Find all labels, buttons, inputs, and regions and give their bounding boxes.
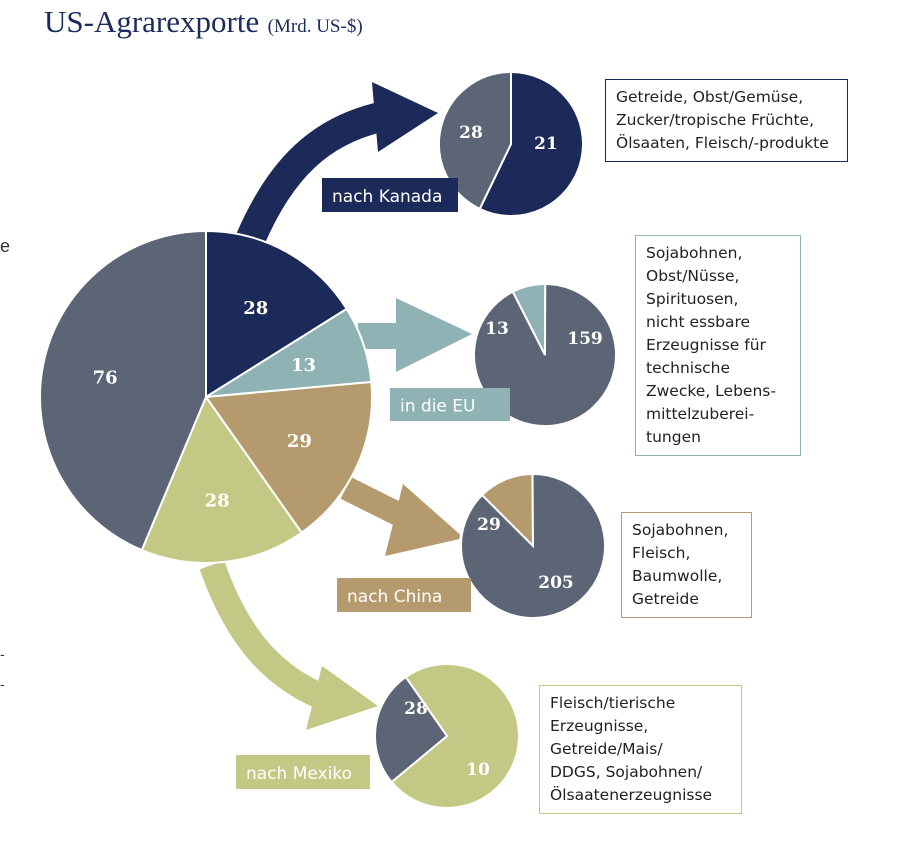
product-line: Zwecke, Lebens-: [646, 382, 776, 400]
label-bg-eu: [390, 388, 510, 421]
arrow-kanada: [236, 100, 394, 246]
arrow-mexiko: [199, 560, 335, 713]
pie-china-value-label: 29: [477, 515, 501, 535]
arrow-head-kanada: [372, 82, 438, 152]
product-line: Getreide/Mais/: [550, 740, 663, 758]
pie-mexiko-value-label: 28: [404, 699, 428, 719]
products-box-eu: Sojabohnen, Obst/Nüsse, Spirituosen, nicht …: [635, 235, 801, 456]
products-box-kanada: Getreide, Obst/Gemüse, Zucker/tropische F…: [605, 79, 848, 162]
pie-china-slice: [460, 472, 606, 619]
main-slice-kanada: [205, 229, 349, 399]
main-slice-rest: [39, 229, 207, 552]
edge-text-fragment: e: [0, 236, 11, 256]
pie-kanada-value-label: 28: [459, 123, 483, 143]
product-line: Obst/Nüsse,: [646, 267, 740, 285]
destination-labels: nach Kanada in die EU nach China nach Mexik…: [236, 178, 510, 789]
product-line: Erzeugnisse,: [550, 717, 649, 735]
main-slice-china: [204, 380, 373, 535]
product-line: Getreide: [632, 590, 699, 608]
pie-kanada-slice: [478, 70, 584, 217]
main-slice-label-mexiko: 28: [205, 490, 230, 511]
product-line: Sojabohnen,: [646, 244, 743, 262]
chart-title-block: US-Agrarexporte (Mrd. US-$): [44, 4, 363, 40]
product-line: Ölsaaten, Fleisch/-produkte: [616, 134, 829, 152]
product-line: Erzeugnisse für: [646, 336, 766, 354]
pie-mexiko-slice: [390, 663, 520, 809]
label-bg-china: [337, 578, 471, 612]
destination-label-kanada: nach Kanada: [332, 187, 442, 207]
product-line: Zucker/tropische Früchte,: [616, 111, 815, 129]
product-line: Baumwolle,: [632, 567, 723, 585]
arrow-head-mexiko: [306, 666, 378, 730]
pie-kanada-slice: [438, 70, 512, 211]
main-pie-chart: 28 13 29 28 76: [39, 229, 373, 564]
pie-mexiko-value-label: 10: [466, 760, 490, 780]
product-line: Fleisch/tierische: [550, 694, 676, 712]
destination-label-mexiko: nach Mexiko: [246, 764, 352, 784]
main-slice-mexiko: [140, 394, 304, 564]
main-slice-label-china: 29: [287, 431, 312, 452]
pie-eu-value-label: 159: [567, 329, 603, 349]
label-bg-kanada: [322, 178, 458, 212]
flow-arrows: [199, 82, 472, 730]
destination-label-china: nach China: [347, 587, 442, 607]
edge-text-fragment: -: [0, 676, 5, 692]
label-bg-mexiko: [236, 755, 370, 789]
product-line: Spirituosen,: [646, 290, 739, 308]
pie-mexiko: 28 10: [373, 662, 521, 810]
products-box-china: Sojabohnen, Fleisch, Baumwolle, Getreide: [621, 512, 752, 618]
main-slice-label-kanada: 28: [243, 298, 268, 319]
main-slice-label-eu: 13: [291, 355, 316, 376]
main-slice-label-rest: 76: [93, 368, 118, 389]
destination-label-eu: in die EU: [400, 397, 475, 417]
pie-china-value-label: 205: [538, 573, 574, 593]
edge-text-fragment: -: [0, 646, 5, 662]
pie-kanada-value-label: 21: [534, 134, 558, 154]
product-line: technische: [646, 359, 731, 377]
pie-kanada: 28 21: [437, 70, 585, 218]
product-line: Fleisch,: [632, 544, 691, 562]
product-line: nicht essbare: [646, 313, 751, 331]
arrow-head-eu: [396, 298, 472, 372]
product-line: Ölsaatenerzeugnisse: [550, 786, 713, 804]
product-line: mittelzuberei-: [646, 405, 755, 423]
pie-eu-value-label: 13: [485, 319, 509, 339]
destination-pie-charts: 28 21 13 159 29 205 28 10: [373, 70, 618, 810]
product-line: Getreide, Obst/Gemüse,: [616, 88, 804, 106]
pie-china: 29 205: [459, 472, 607, 620]
arrow-head-china: [385, 484, 464, 556]
product-line: Sojabohnen,: [632, 521, 729, 539]
chart-unit: (Mrd. US-$): [267, 16, 363, 37]
product-line: DDGS, Sojabohnen/: [550, 763, 703, 781]
product-line: tungen: [646, 428, 701, 446]
pie-mexiko-slice: [374, 675, 449, 784]
chart-title: US-Agrarexporte: [44, 4, 260, 39]
